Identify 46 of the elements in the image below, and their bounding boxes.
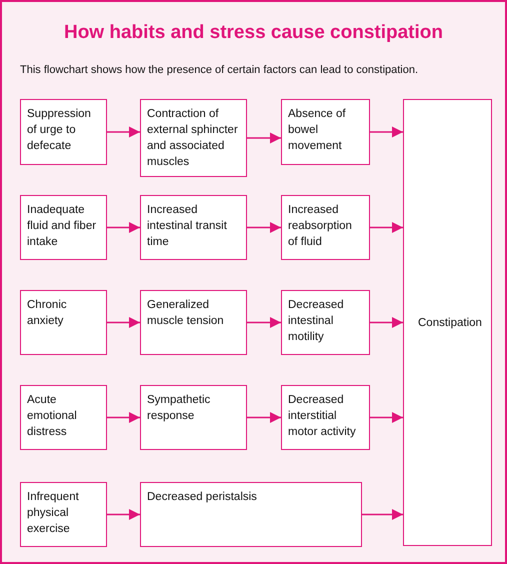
process-box <box>20 482 107 547</box>
box-text: Contraction of external sphincter and associated muscles <box>147 107 239 170</box>
process-box <box>281 99 370 165</box>
process-box <box>140 290 247 355</box>
arrow <box>247 132 281 144</box>
process-box <box>20 99 107 165</box>
process-box <box>20 385 107 450</box>
box-text: Generalized muscle tension <box>147 298 225 329</box>
process-box <box>403 99 492 546</box>
arrow <box>370 412 403 424</box>
arrow <box>107 412 140 424</box>
box-text: Infrequent physical exercise <box>27 490 80 537</box>
box-text: Chronic anxiety <box>27 298 68 329</box>
box-text: Increased intestinal transit time <box>147 203 228 250</box>
arrow <box>107 126 140 138</box>
description-text: This flowchart shows how the presence of certain factors can lead to constipation. <box>20 64 418 76</box>
arrow <box>247 412 281 424</box>
process-box <box>140 99 247 177</box>
box-text: Constipation <box>418 316 482 330</box>
process-box <box>140 195 247 260</box>
box-text: Acute emotional distress <box>27 393 78 440</box>
box-text: Decreased intestinal motility <box>288 298 345 345</box>
process-box <box>281 290 370 355</box>
arrow <box>362 508 403 520</box>
box-text: Sympathetic response <box>147 393 212 424</box>
process-box <box>20 195 107 260</box>
arrow <box>247 222 281 234</box>
process-box <box>20 290 107 355</box>
process-box <box>140 385 247 450</box>
box-text: Absence of bowel movement <box>288 107 347 154</box>
arrow <box>247 316 281 328</box>
title: How habits and stress cause constipation <box>62 22 444 44</box>
box-text: Increased reabsorption of fluid <box>288 203 353 250</box>
process-box <box>281 195 370 260</box>
arrow <box>370 126 403 138</box>
box-text: Inadequate fluid and fiber intake <box>27 203 98 250</box>
arrow <box>107 316 140 328</box>
process-box <box>140 482 362 547</box>
box-text: Suppression of urge to defecate <box>27 107 92 154</box>
arrow <box>107 508 140 520</box>
arrow <box>370 222 403 234</box>
box-text: Decreased peristalsis <box>147 490 258 505</box>
box-text: Decreased interstitial motor activity <box>288 393 357 440</box>
arrow <box>370 316 403 328</box>
process-box <box>281 385 370 450</box>
arrow <box>107 222 140 234</box>
